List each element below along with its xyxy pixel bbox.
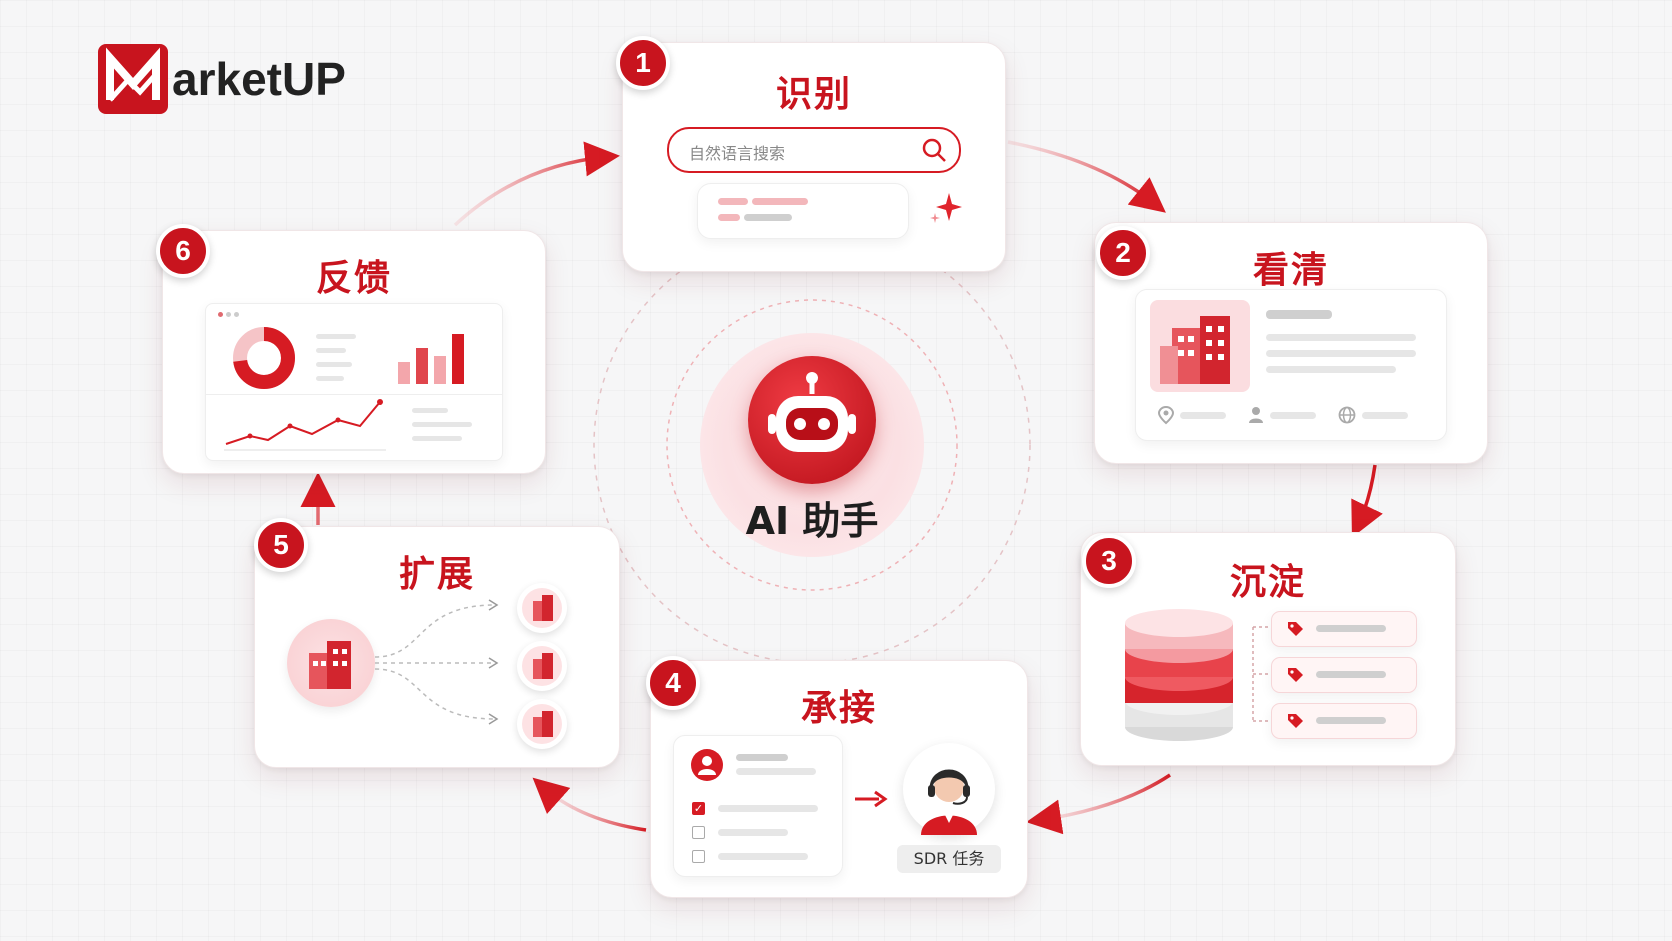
building-icon [522, 646, 562, 686]
step-card-accumulate[interactable]: 沉淀 [1080, 532, 1456, 766]
tag-row [1271, 703, 1417, 739]
person-icon [1249, 407, 1263, 423]
tag-icon [1288, 714, 1303, 728]
dashboard-panel [205, 303, 503, 461]
logo-text: arketUP [172, 53, 346, 105]
step-number-badge: 5 [254, 518, 308, 572]
related-company-node [517, 641, 567, 691]
step-card-handover[interactable]: 承接 ✓ SDR 任务 [650, 660, 1028, 898]
building-icon [309, 641, 351, 689]
step-number-badge: 2 [1096, 226, 1150, 280]
building-icon [522, 704, 562, 744]
chat-bubble [697, 183, 909, 239]
robot-icon [768, 372, 856, 452]
tree-connector [1252, 626, 1271, 722]
logo-mark [98, 44, 168, 114]
tag-icon [1288, 622, 1303, 636]
checkbox-unchecked[interactable] [692, 850, 705, 863]
headset-agent-icon [921, 769, 977, 835]
step-card-expand[interactable]: 扩展 [254, 526, 620, 768]
inner-ring [666, 299, 958, 591]
related-company-node [517, 583, 567, 633]
checkbox-unchecked[interactable] [692, 826, 705, 839]
lead-checklist: ✓ [673, 735, 843, 877]
search-box[interactable]: 自然语言搜索 [667, 127, 961, 173]
sdr-task-label: SDR 任务 [897, 845, 1001, 873]
step-title: 反馈 [315, 258, 392, 299]
step-title: 识别 [775, 74, 852, 115]
user-avatar-icon [691, 749, 723, 781]
main-company-node [287, 619, 375, 707]
checkbox-checked[interactable]: ✓ [692, 802, 705, 815]
search-input-placeholder: 自然语言搜索 [689, 144, 786, 163]
line-chart-icon [224, 399, 386, 451]
globe-icon [1338, 406, 1356, 424]
arrow-2-to-3 [1351, 464, 1383, 538]
tag-icon [1288, 668, 1303, 682]
step-card-feedback[interactable]: 反馈 [162, 230, 546, 474]
step-title: 看清 [1252, 250, 1329, 291]
expansion-branches [374, 599, 499, 725]
sdr-agent [903, 743, 995, 835]
building-icon [522, 588, 562, 628]
building-icon [1160, 316, 1230, 384]
step-title: 沉淀 [1229, 562, 1306, 603]
logo: arketUP [98, 44, 346, 114]
tag-row [1271, 611, 1417, 647]
donut-chart-icon [233, 327, 295, 389]
step-card-clarify[interactable]: 看清 [1094, 222, 1488, 464]
company-profile-card [1135, 289, 1447, 441]
center-label: AI 助手 [745, 499, 879, 543]
logo-m-icon [106, 47, 160, 102]
search-icon[interactable] [921, 137, 947, 163]
step-number-badge: 3 [1082, 534, 1136, 588]
sparkle-icon [930, 193, 962, 223]
bar-chart-icon [398, 334, 464, 384]
step-number-badge: 4 [646, 656, 700, 710]
database-icon [1125, 609, 1233, 741]
building-thumbnail [1150, 300, 1250, 392]
tag-row [1271, 657, 1417, 693]
arrow-6-to-1 [453, 141, 620, 227]
step-title: 扩展 [398, 554, 475, 595]
robot-badge[interactable] [748, 356, 876, 484]
arrow-4-to-5 [532, 777, 647, 832]
location-pin-icon [1157, 405, 1175, 425]
related-company-node [517, 699, 567, 749]
arrow-3-to-4 [1026, 773, 1171, 835]
arrow-1-to-2 [1007, 140, 1166, 213]
arrow-right-icon [855, 790, 888, 808]
step-title: 承接 [800, 688, 877, 729]
step-card-identify[interactable]: 识别 自然语言搜索 [622, 42, 1006, 272]
step-number-badge: 6 [156, 224, 210, 278]
step-number-badge: 1 [616, 36, 670, 90]
